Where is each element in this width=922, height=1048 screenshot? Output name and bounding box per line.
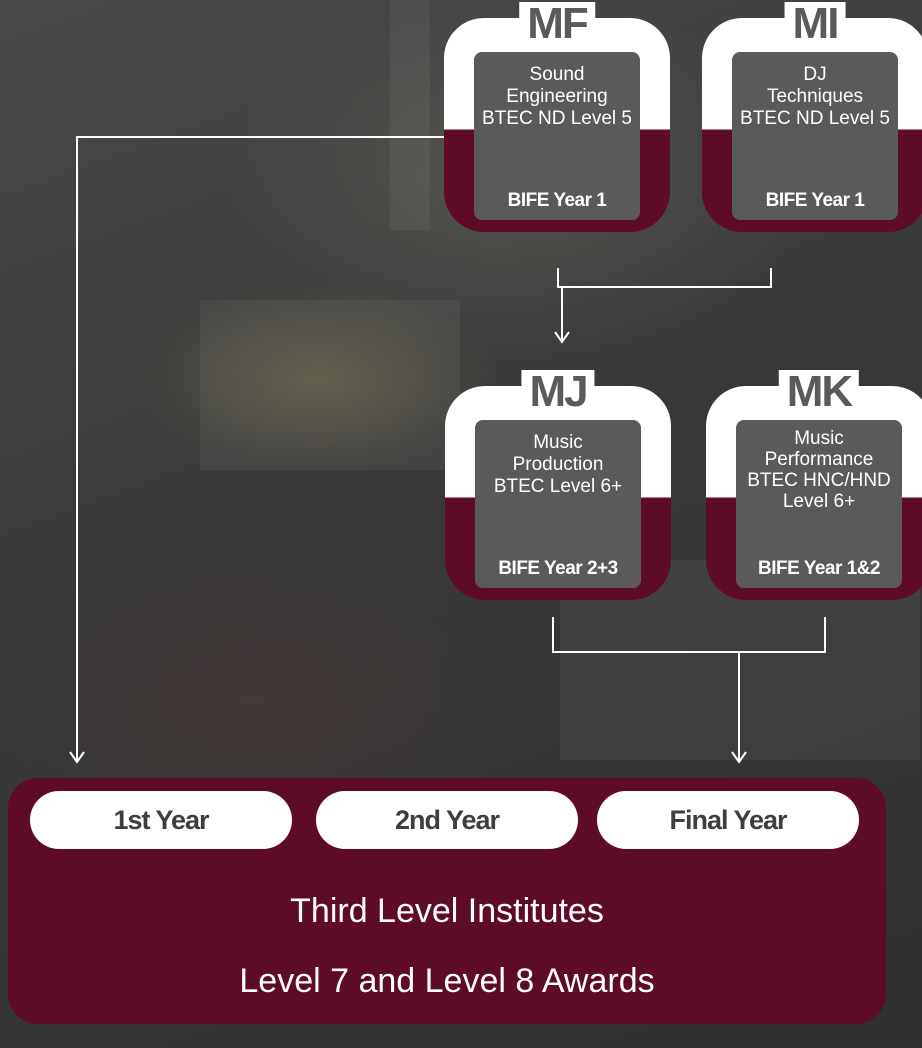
arrowhead-first-year — [69, 751, 85, 764]
course-node-mk: Music Performance BTEC HNC/HND Level 6+ … — [706, 370, 922, 600]
node-panel: Music Performance BTEC HNC/HND Level 6+ … — [736, 420, 902, 588]
year-pill-first: 1st Year — [30, 791, 292, 849]
course-code: MF — [519, 2, 595, 46]
course-description: DJ Techniques BTEC ND Level 5 — [740, 64, 890, 129]
course-year: BIFE Year 1&2 — [757, 558, 881, 579]
course-description: Music Production BTEC Level 6+ — [493, 432, 623, 497]
arrowhead-final-year — [731, 751, 747, 764]
destination-title: Third Level Institutes — [290, 892, 604, 930]
year-pill-final: Final Year — [597, 791, 859, 849]
course-code: MK — [778, 370, 860, 414]
course-node-mf: Sound Engineering BTEC ND Level 5 BIFE Y… — [444, 2, 670, 232]
course-description: Music Performance BTEC HNC/HND Level 6+ — [747, 428, 891, 512]
screen-glow — [200, 300, 460, 470]
course-year: BIFE Year 1 — [507, 190, 607, 211]
connector-mf-mi-merge — [557, 268, 772, 288]
destination-box: 1st Year 2nd Year Final Year Third Level… — [8, 778, 886, 1024]
course-code: MJ — [521, 370, 595, 414]
connector-mf-to-first-year — [76, 136, 446, 762]
course-description: Sound Engineering BTEC ND Level 5 — [482, 64, 632, 129]
course-year: BIFE Year 1 — [765, 190, 865, 211]
course-code: MI — [784, 2, 846, 46]
course-node-mi: DJ Techniques BTEC ND Level 5 BIFE Year … — [702, 2, 922, 232]
course-node-mj: Music Production BTEC Level 6+ BIFE Year… — [445, 370, 671, 600]
course-year: BIFE Year 2+3 — [498, 558, 618, 579]
arrowhead-mj — [554, 331, 570, 344]
node-panel: Music Production BTEC Level 6+ BIFE Year… — [475, 420, 641, 588]
year-pill-second: 2nd Year — [316, 791, 578, 849]
connector-mj-mk-merge — [552, 617, 826, 653]
node-panel: Sound Engineering BTEC ND Level 5 BIFE Y… — [474, 52, 640, 220]
node-panel: DJ Techniques BTEC ND Level 5 BIFE Year … — [732, 52, 898, 220]
meter-strip — [390, 0, 430, 230]
destination-awards: Level 7 and Level 8 Awards — [239, 962, 655, 1000]
